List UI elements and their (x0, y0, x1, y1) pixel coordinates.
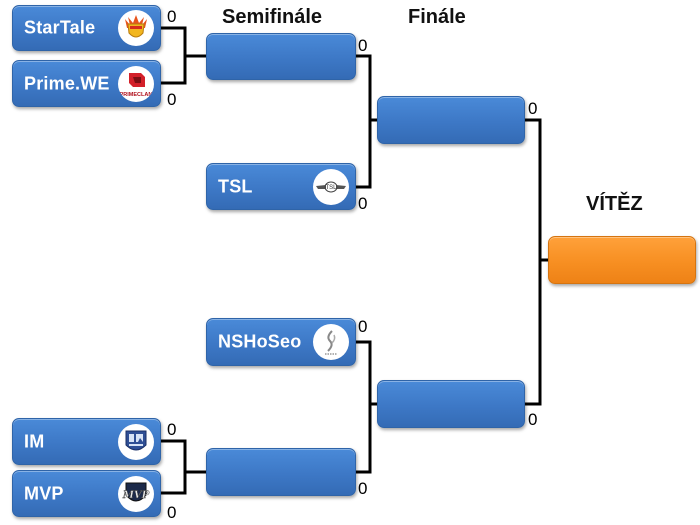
team-name: TSL (218, 176, 253, 196)
im-logo-icon (118, 423, 154, 460)
team-box-tsl[interactable]: TSL TSL (206, 163, 356, 210)
team-name: Prime.WE (24, 73, 110, 93)
primeclan-logo-icon: PRIMECLAN (118, 65, 154, 102)
score-nshoseo: 0 (358, 317, 368, 336)
score-prime-we: 0 (167, 90, 177, 109)
team-box-startale[interactable]: StarTale (12, 5, 161, 51)
heading-final: Finále (408, 6, 466, 28)
team-box-mvp[interactable]: MVP MVP (12, 470, 161, 517)
startale-logo-icon (118, 10, 154, 46)
final-box-2[interactable] (377, 380, 525, 428)
team-name: MVP (24, 483, 64, 503)
connector-qf2-sf4 (160, 439, 187, 495)
score-semifinal-4: 0 (358, 479, 368, 498)
score-startale: 0 (167, 7, 177, 26)
mvp-logo-icon: MVP (118, 475, 154, 512)
team-box-im[interactable]: IM (12, 418, 161, 465)
score-tsl: 0 (358, 194, 368, 213)
connector-sf1-f1 (356, 54, 372, 189)
team-name: StarTale (24, 17, 96, 38)
logo-text: PRIMECLAN (120, 92, 153, 98)
heading-semifinal: Semifinále (222, 6, 323, 28)
score-final-2: 0 (528, 410, 538, 429)
score-semifinal-1: 0 (358, 36, 368, 55)
team-box-nshoseo[interactable]: NSHoSeo (206, 318, 356, 366)
logo-text: TSL (325, 185, 337, 191)
team-box-prime-we[interactable]: Prime.WE PRIMECLAN (12, 60, 161, 107)
score-mvp: 0 (167, 503, 177, 522)
final-box-1[interactable] (377, 96, 525, 144)
team-name: NSHoSeo (218, 331, 302, 352)
score-final-1: 0 (528, 99, 538, 118)
heading-winner: VÍTĚZ (586, 193, 643, 215)
tsl-logo-icon: TSL (313, 168, 349, 205)
connector-qf1-sf1 (160, 26, 187, 85)
winner-box[interactable] (548, 236, 696, 284)
team-name: IM (24, 431, 45, 451)
semifinal-box-1[interactable] (206, 33, 356, 80)
connector-final-winner (524, 118, 542, 406)
nshoseo-logo-icon (313, 324, 349, 360)
connector-sf2-f2 (356, 340, 372, 474)
logo-text: MVP (122, 490, 150, 501)
semifinal-box-4[interactable] (206, 448, 356, 496)
score-im: 0 (167, 420, 177, 439)
